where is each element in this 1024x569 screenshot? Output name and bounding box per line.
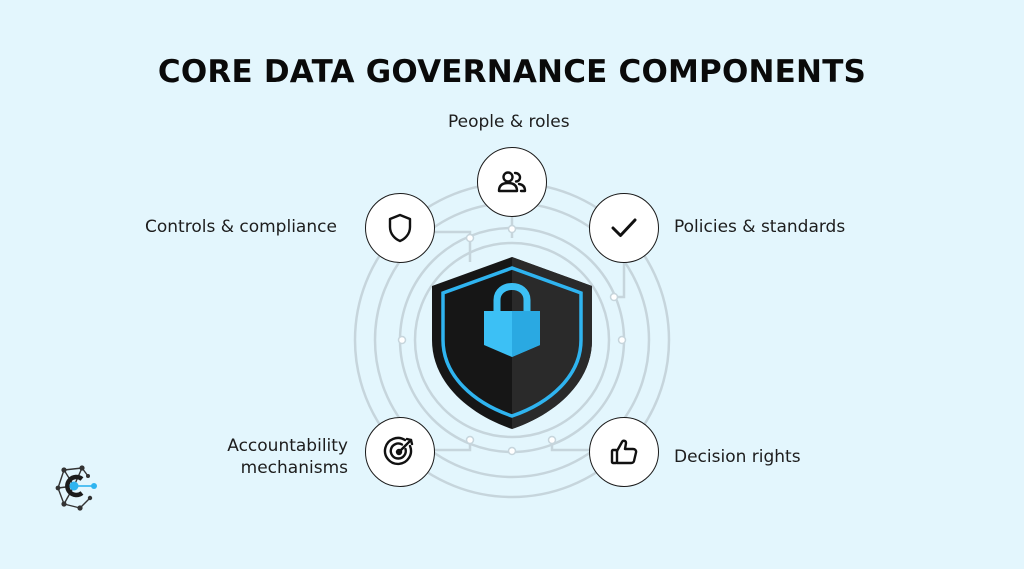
connector-dots (397, 224, 627, 456)
target-icon (365, 417, 435, 487)
people-icon (477, 147, 547, 217)
checkmark-icon (589, 193, 659, 263)
shield-outline-icon (365, 193, 435, 263)
component-label-controls: Controls & compliance (145, 217, 337, 237)
component-label-decision: Decision rights (674, 447, 801, 467)
shield-lock-icon (432, 257, 592, 429)
network-logo-icon (55, 465, 97, 511)
page-title: CORE DATA GOVERNANCE COMPONENTS (157, 54, 867, 90)
component-label-accountability: Accountability mechanisms (227, 436, 348, 478)
component-label-policies: Policies & standards (674, 217, 846, 237)
component-label-people: People & roles (448, 112, 570, 132)
thumbs-up-icon (589, 417, 659, 487)
